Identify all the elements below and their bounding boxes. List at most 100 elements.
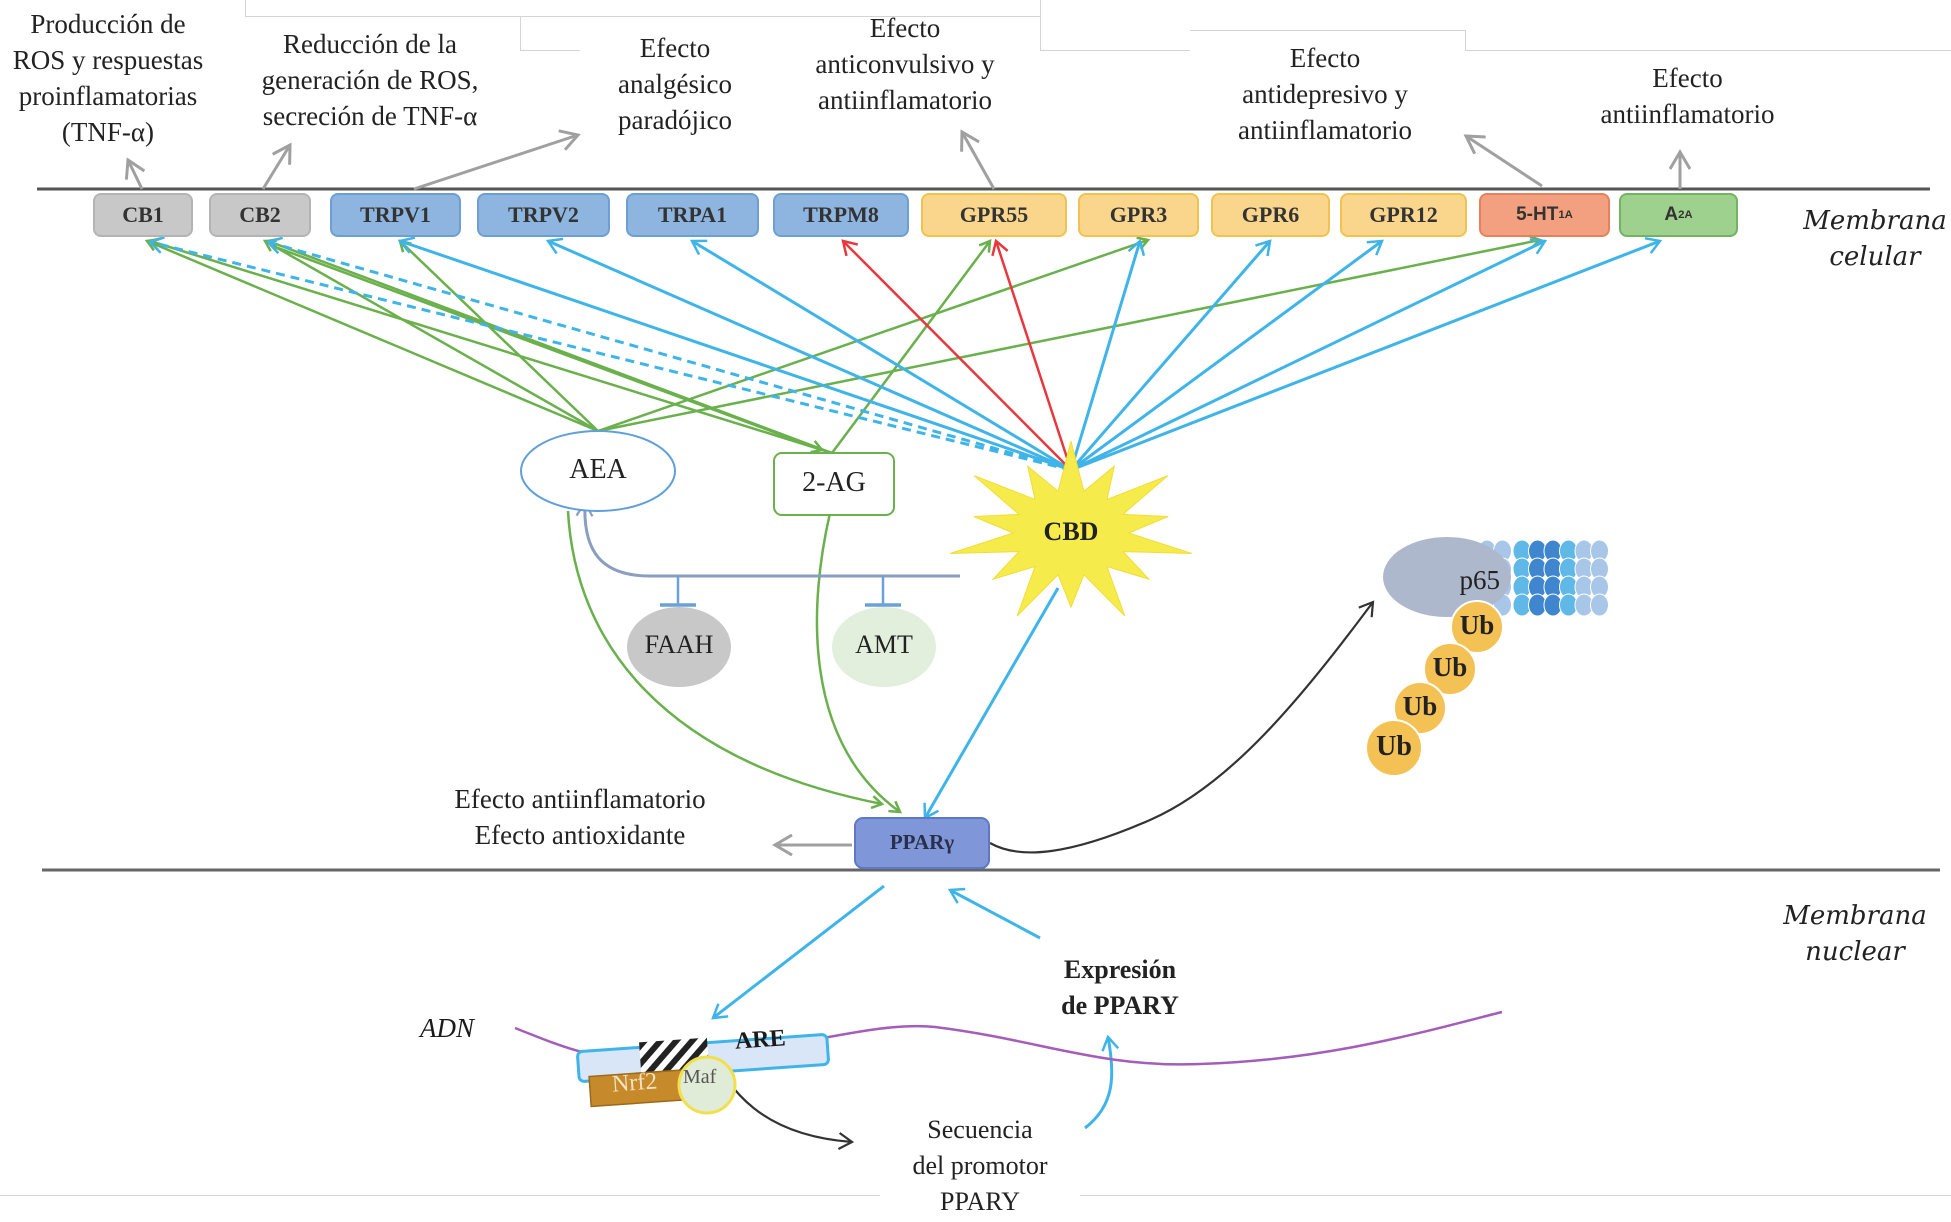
cbd-to-gpr3-arrow [1069,241,1140,471]
panel-edge [1465,30,1466,50]
receptor-cb2[interactable]: CB2 [209,193,311,237]
faah-node [627,607,731,687]
label-line: celular [1829,242,1921,272]
cbd-to-cb1-dashed-arrow [150,242,1072,472]
receptor-label: GPR3 [1109,202,1168,227]
effect-line: (TNF-α) [61,117,155,147]
effect-line: antidepresivo y [1242,79,1408,109]
2ag-to-ppar-arrow [815,512,900,812]
panel-edge [0,1195,880,1196]
amt-node [832,607,936,687]
cbd-to-trpa1-arrow [692,241,1072,472]
effect-text-ppar: Efecto antiinflamatorio Efecto antioxida… [425,781,735,853]
effect-line: secreción de TNF-α [262,101,478,131]
effect-line: Efecto [639,33,711,63]
effect-line: Efecto antioxidante [474,820,686,850]
cbd-label: CBD [1043,517,1099,546]
cbd-to-cb2-dashed-arrow [268,242,1072,472]
receptor-gpr55[interactable]: GPR55 [921,193,1067,237]
cb-to-2ag-arrow [269,243,822,450]
label-line: del promotor [912,1151,1048,1180]
receptor-label: GPR55 [959,202,1029,227]
p65-label: p65 [1459,565,1501,595]
nrf2-label: Nrf2 [611,1068,659,1098]
expresion-label: Expresión de PPARY [1030,952,1210,1024]
proteasome-subunit [1590,593,1609,617]
effect-text-cb1: Producción de ROS y respuestas proinflam… [0,6,216,150]
receptor-label: CB2 [239,202,281,227]
receptor-trpa1[interactable]: TRPA1 [626,193,759,237]
aea-node [520,430,676,512]
effect-text-5ht1a: Efecto antidepresivo y antiinflamatorio [1210,40,1440,148]
expresion-to-ppar-arrow [950,890,1041,940]
cbd-to-a2a-arrow [1070,241,1660,472]
secuencia-to-expresion-arrow [1084,1037,1112,1130]
effect-line: generación de ROS, [261,65,479,95]
ub-node-3 [1393,681,1447,735]
panel-edge [245,16,1040,17]
aea-to-cb1-arrow [147,241,599,433]
label-line: Secuencia [927,1115,1033,1144]
maf-label: Maf [683,1066,717,1088]
panel-edge [1465,50,1951,51]
effect-line: Efecto [869,13,941,43]
faah-label: FAAH [644,630,714,659]
effect-text-trpv1: Efecto analgésico paradójico [585,30,765,138]
label-line: de PPARY [1061,991,1179,1020]
effect-line: ROS y respuestas [12,45,204,75]
p65-node [1383,537,1511,617]
adn-label: ADN [420,1013,474,1043]
label-line: Membrana [1783,901,1927,931]
cbd-to-trpv2-arrow [548,241,1072,472]
receptor-label: TRPV2 [508,202,579,227]
effect-arrow-cb1 [128,160,142,190]
receptor-label: TRPA1 [657,202,728,227]
effect-text-a2a: Efecto antiinflamatorio [1570,60,1805,132]
receptor-gpr3[interactable]: GPR3 [1078,193,1199,237]
aea-to-trpv1-arrow [400,241,599,432]
cell-membrane-label: Membrana celular [1800,203,1950,275]
cbd-to-gpr55-arrow [996,241,1073,471]
maf-protein [677,1055,737,1115]
effect-line: Efecto [1289,43,1361,73]
effect-arrow-cb2 [261,145,290,190]
effect-line: proinflamatorias [18,81,198,111]
nuclear-membrane-label: Membrana nuclear [1780,898,1930,970]
ub-node-1 [1450,600,1504,654]
effect-line: Reducción de la [283,29,457,59]
amt-label: AMT [855,630,913,659]
cbd-to-5ht1a-arrow [1070,241,1545,472]
cbd-to-aea-arrow [575,500,960,578]
are-label: ARE [734,1025,787,1055]
receptor-subscript: 1A [1558,209,1573,221]
receptor-trpv2[interactable]: TRPV2 [477,193,610,237]
cbd-star [950,440,1192,617]
receptor-trpm8[interactable]: TRPM8 [773,193,909,237]
panel-edge [520,50,580,51]
effect-line: antiinflamatorio [1238,115,1412,145]
ppar-to-are-arrow [713,884,885,1018]
cbd-to-gpr12-arrow [1070,241,1382,472]
effect-arrow-trpv1 [413,135,578,191]
receptor-label: TRPM8 [803,202,879,227]
effect-text-gpr55: Efecto anticonvulsivo y antiinflamatorio [790,10,1020,118]
cbd-to-trpv1-arrow [400,241,1072,472]
aea-label: AEA [569,454,627,485]
cbd-to-gpr6-arrow [1069,241,1270,471]
receptor-label: GPR6 [1241,202,1300,227]
secuencia-label: Secuencia del promotor PPARY [880,1112,1080,1220]
receptor-trpv1[interactable]: TRPV1 [330,193,461,237]
effect-line: antiinflamatorio [818,85,992,115]
aea-to-cb2-arrow [265,241,599,433]
receptor-gpr6[interactable]: GPR6 [1211,193,1330,237]
ub-node-2 [1423,642,1477,696]
panel-edge [1080,1195,1951,1196]
receptor-cb1[interactable]: CB1 [93,193,193,237]
panel-edge [1190,30,1465,31]
receptor-label: TRPV1 [360,202,431,227]
receptor-gpr12[interactable]: GPR12 [1340,193,1467,237]
effect-line: antiinflamatorio [1600,99,1775,129]
cbd-to-ppar-arrow [925,587,1060,818]
